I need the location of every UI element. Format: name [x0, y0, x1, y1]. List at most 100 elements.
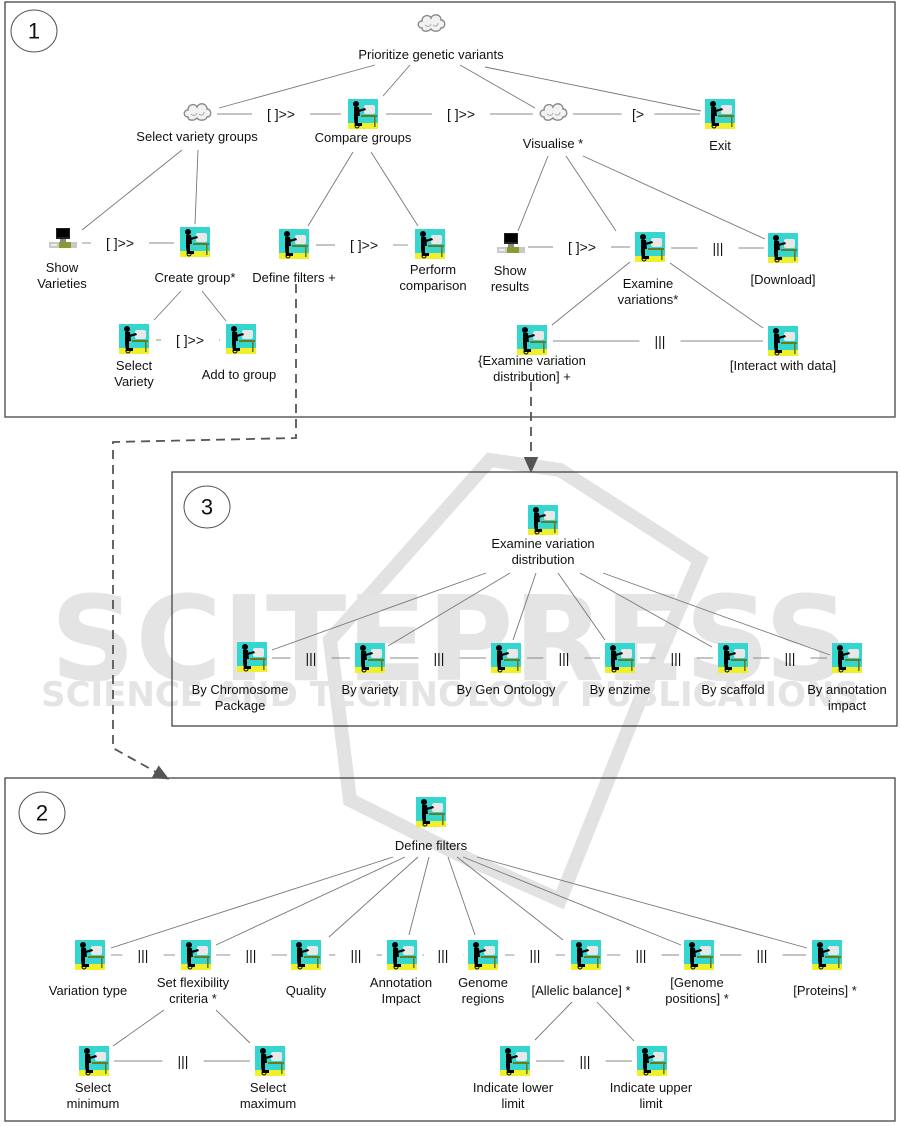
- user-interaction-icon: [527, 504, 559, 536]
- panel-number: 1: [28, 19, 40, 44]
- user-interaction-icon: [683, 939, 715, 971]
- temporal-operator: [>: [573, 106, 700, 122]
- task-node-select-groups[interactable]: Select variety groups: [136, 103, 258, 144]
- decomposition-edge: [579, 572, 713, 648]
- temporal-operator: |||: [536, 1053, 632, 1069]
- user-interaction-icon: [236, 641, 268, 673]
- task-node-define-filters[interactable]: Define filters +: [252, 228, 336, 285]
- task-node-quality[interactable]: Quality: [286, 939, 327, 998]
- task-node-add-to-group[interactable]: Add to group: [202, 323, 276, 382]
- watermark-subtitle: SCIENCE AND TECHNOLOGY PUBLICATIONS: [41, 675, 859, 715]
- task-label: Create group*: [155, 270, 236, 285]
- user-interaction-icon: [78, 1045, 110, 1077]
- task-label: results: [491, 279, 530, 294]
- task-node-allelic[interactable]: [Allelic balance] *: [532, 939, 631, 998]
- temporal-operator: [ ]>>: [156, 332, 220, 348]
- user-interaction-icon: [347, 98, 379, 130]
- task-label: By variety: [341, 682, 399, 697]
- decomposition-edge: [201, 290, 227, 322]
- task-label: Examine variation: [491, 536, 594, 551]
- task-label: Select: [116, 358, 153, 373]
- task-label: [Allelic balance] *: [532, 983, 631, 998]
- task-label: Compare groups: [315, 130, 412, 145]
- user-interaction-icon: [570, 939, 602, 971]
- operator-symbol: |||: [559, 650, 570, 666]
- decomposition-edge: [476, 856, 808, 949]
- temporal-operator: |||: [640, 650, 713, 666]
- task-node-variation-type[interactable]: Variation type: [49, 939, 128, 998]
- decomposition-edge: [557, 572, 606, 641]
- link-define-filters-to-panel-2: [112, 284, 297, 780]
- panel-number: 2: [36, 801, 48, 826]
- decomposition-edge: [215, 856, 406, 946]
- task-node-create-group[interactable]: Create group*: [155, 226, 236, 285]
- panel-number-badge: [183, 485, 231, 529]
- user-interaction-icon: [767, 232, 799, 264]
- temporal-operator: |||: [216, 947, 287, 963]
- task-node-scaffold[interactable]: By scaffold: [701, 642, 765, 697]
- task-node-visualise[interactable]: Visualise *: [523, 103, 583, 151]
- temporal-operator: [ ]>>: [386, 106, 533, 122]
- task-label: Impact: [381, 991, 420, 1006]
- watermark: SCITEPRESS SCIENCE AND TECHNOLOGY PUBLIC…: [41, 452, 859, 910]
- task-label: Variation type: [49, 983, 128, 998]
- task-node-ontology[interactable]: By Gen Ontology: [457, 642, 556, 697]
- task-node-exit[interactable]: Exit: [704, 98, 736, 153]
- task-node-interact[interactable]: [Interact with data]: [730, 325, 836, 373]
- user-interaction-icon: [118, 323, 150, 355]
- task-node-root[interactable]: Prioritize genetic variants: [358, 14, 504, 62]
- task-label: Package: [215, 698, 266, 713]
- task-node-variety[interactable]: By variety: [341, 642, 399, 697]
- operator-symbol: |||: [138, 947, 149, 963]
- cloud-icon: [539, 103, 568, 121]
- task-label: Quality: [286, 983, 327, 998]
- decomposition-edge: [112, 1009, 165, 1047]
- task-node-compare[interactable]: Compare groups: [315, 98, 412, 145]
- user-interaction-icon: [414, 228, 446, 260]
- task-label: Select variety groups: [136, 129, 258, 144]
- task-label: positions] *: [665, 991, 729, 1006]
- task-node-download[interactable]: [Download]: [750, 232, 816, 287]
- user-interaction-icon: [634, 231, 666, 263]
- operator-symbol: [ ]>>: [447, 106, 475, 122]
- task-label: Genome: [458, 975, 508, 990]
- task-label: Select: [250, 1080, 287, 1095]
- computer-icon: [497, 233, 525, 253]
- task-node-proteins[interactable]: [Proteins] *: [793, 939, 857, 998]
- operator-symbol: [ ]>>: [176, 332, 204, 348]
- task-node-root[interactable]: Define filters: [395, 796, 468, 853]
- decomposition-edge: [517, 155, 549, 232]
- task-label: maximum: [240, 1096, 296, 1111]
- decomposition-edge: [307, 151, 354, 227]
- task-node-enzime[interactable]: By enzime: [590, 642, 651, 697]
- decomposition-edge: [484, 66, 702, 112]
- task-label: limit: [639, 1096, 662, 1111]
- task-label: distribution: [512, 552, 575, 567]
- operator-symbol: |||: [178, 1053, 189, 1069]
- operator-symbol: [ ]>>: [267, 106, 295, 122]
- user-interaction-icon: [811, 939, 843, 971]
- user-interaction-icon: [467, 939, 499, 971]
- user-interaction-icon: [717, 642, 749, 674]
- temporal-operator: [ ]>>: [316, 237, 408, 253]
- decomposition-edge: [218, 64, 376, 109]
- decomposition-edge: [462, 856, 682, 946]
